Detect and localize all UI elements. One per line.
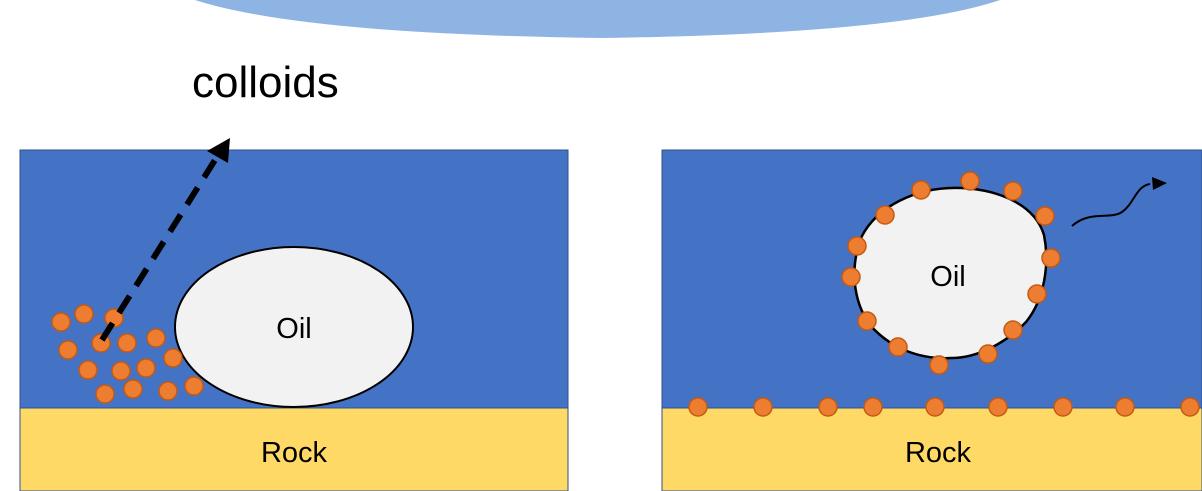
colloid-release-arrow bbox=[99, 150, 223, 342]
colloid-particle bbox=[888, 337, 908, 357]
colloid-particle bbox=[1041, 248, 1061, 268]
colloid-particle bbox=[960, 171, 980, 191]
colloid-particle bbox=[95, 384, 115, 404]
colloid-particle bbox=[818, 397, 838, 417]
colloids-label: colloids bbox=[192, 58, 339, 107]
left-oil-droplet bbox=[174, 246, 414, 408]
colloid-particle bbox=[1003, 320, 1023, 340]
left-colloid-cluster bbox=[51, 304, 204, 404]
colloid-particle bbox=[875, 205, 895, 225]
colloid-particle bbox=[688, 397, 708, 417]
colloid-particle bbox=[841, 267, 861, 287]
colloid-particle bbox=[863, 397, 883, 417]
droplet-motion-arrow bbox=[1071, 183, 1151, 227]
colloid-particle bbox=[184, 376, 204, 396]
left-rock-label: Rock bbox=[261, 437, 328, 469]
right-panel: Rock Oil bbox=[661, 149, 1202, 491]
colloid-particle bbox=[847, 236, 867, 256]
colloid-particle bbox=[158, 381, 178, 401]
colloid-particle bbox=[1115, 397, 1135, 417]
colloid-particle bbox=[857, 311, 877, 331]
colloid-particle bbox=[163, 348, 183, 368]
colloid-particle bbox=[929, 355, 949, 375]
right-droplet-colloids bbox=[841, 171, 1061, 375]
colloid-particle bbox=[753, 397, 773, 417]
colloid-particle bbox=[136, 358, 156, 378]
colloid-particle bbox=[51, 312, 71, 332]
colloid-particle bbox=[1027, 284, 1047, 304]
left-rock bbox=[19, 407, 569, 491]
colloid-particle bbox=[988, 397, 1008, 417]
colloid-particle bbox=[1053, 397, 1073, 417]
colloid-particle bbox=[146, 328, 166, 348]
colloid-particle bbox=[1035, 206, 1055, 226]
colloid-particle bbox=[1003, 181, 1023, 201]
colloid-particle bbox=[978, 344, 998, 364]
colloid-particle bbox=[911, 180, 931, 200]
right-rock-colloids bbox=[688, 397, 1200, 417]
colloid-particle bbox=[74, 304, 94, 324]
left-oil-label: Oil bbox=[276, 313, 311, 345]
colloid-particle bbox=[78, 360, 98, 380]
colloid-particle bbox=[925, 397, 945, 417]
colloid-particle bbox=[1180, 397, 1200, 417]
right-rock bbox=[661, 407, 1202, 491]
colloid-particle bbox=[58, 340, 78, 360]
colloid-particle bbox=[111, 361, 131, 381]
header-arc bbox=[195, 0, 1000, 38]
right-oil-label: Oil bbox=[930, 261, 965, 293]
colloid-particle bbox=[117, 333, 137, 353]
right-rock-label: Rock bbox=[905, 437, 972, 469]
arrowhead bbox=[207, 138, 230, 163]
colloid-particle bbox=[123, 379, 143, 399]
left-panel: Rock Oil bbox=[19, 138, 569, 491]
motion-arrowhead bbox=[1152, 177, 1167, 190]
right-oil-droplet bbox=[853, 186, 1048, 360]
